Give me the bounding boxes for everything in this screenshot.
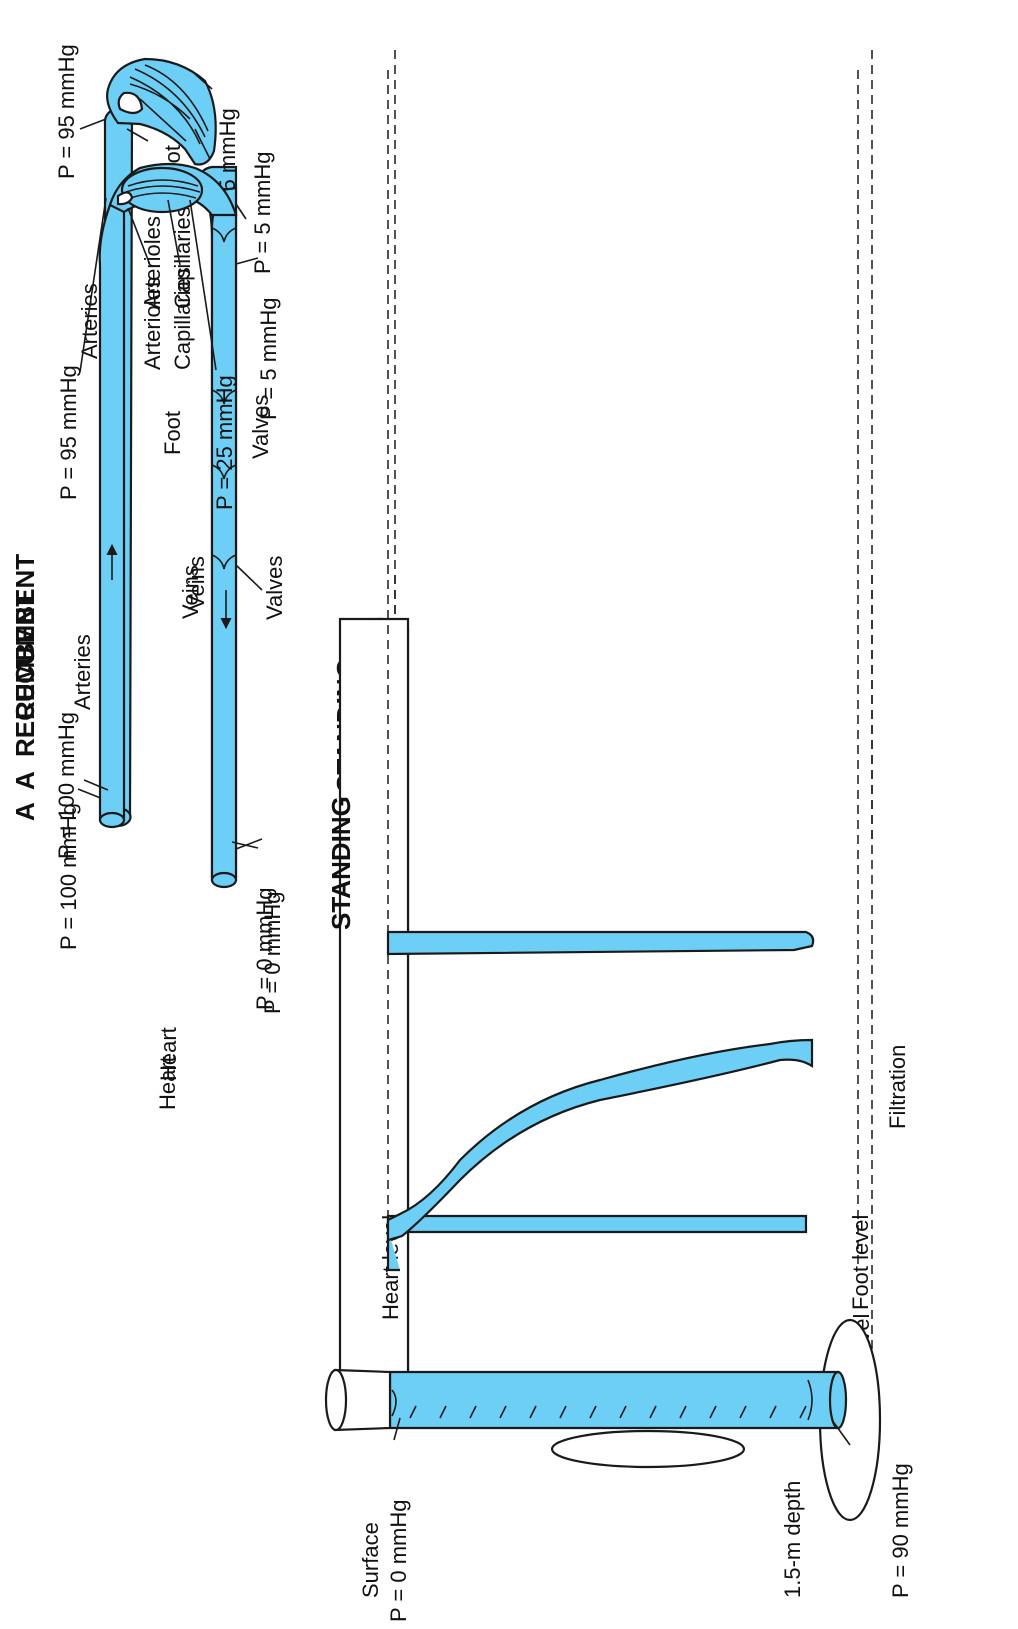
recumbent-valves: Valves (262, 556, 287, 620)
filtration-label: Filtration (885, 1045, 910, 1129)
column-water-page (390, 1372, 838, 1428)
recumbent-heart: Heart (155, 1056, 180, 1110)
panel-b-artery-vessel (388, 1216, 806, 1232)
recumbent-artery-end (100, 813, 124, 827)
recumbent-valves-pointer (236, 565, 262, 590)
column-depth-pressure: P = 90 mmHg (888, 1463, 913, 1598)
recumbent-p-venule: P = 5 mmHg (256, 298, 281, 420)
recumbent-vein-page (212, 188, 236, 880)
recumbent-letter: A (10, 771, 40, 790)
foot-level-text: Foot level (848, 1215, 873, 1310)
recumbent-p-vein: P = 0 mmHg (252, 888, 277, 1010)
recumbent-p-artery: P = 100 mmHg (56, 803, 81, 950)
water-column (352, 619, 744, 1467)
panel-b-page (388, 1216, 806, 1270)
panel-a-letter: A (10, 802, 40, 821)
recumbent-venule-pressure: P = 5 mmHg (250, 152, 275, 274)
recumbent-arteries-label: Arteries (77, 283, 102, 359)
recumbent-arteriole-leader (80, 119, 106, 129)
column-surface-pressure: P = 0 mmHg (386, 1500, 411, 1622)
recumbent-arteries: Arteries (70, 634, 95, 710)
recumbent-vein-end (212, 873, 236, 887)
column-bottom-cap (830, 1372, 846, 1428)
recumbent-arterioles: Arterioles (140, 277, 165, 370)
column-surface-label: Surface (358, 1522, 383, 1598)
recumbent-artery-page (100, 188, 124, 820)
panel-b-vein-main (388, 1040, 812, 1240)
column-base-plate (552, 1431, 744, 1467)
recumbent-page (100, 164, 236, 887)
column-mouth (326, 1370, 346, 1430)
recumbent-p-capillary: P = 25 mmHg (212, 375, 237, 510)
recumbent-veins: Veins (184, 556, 209, 610)
recumbent-capillaries: Capillaries (170, 267, 195, 370)
recumbent-foot-word: Foot (160, 411, 185, 455)
recumbent-heading: RECUMBENT (10, 554, 40, 720)
recumbent-p-arteriole: P = 95 mmHg (56, 365, 81, 500)
recumbent-arteriole-pressure: P = 95 mmHg (54, 44, 79, 179)
panel-b-artery-main (388, 932, 813, 954)
column-depth-label: 1.5-m depth (780, 1481, 805, 1598)
standing-heading: STANDING (326, 796, 356, 930)
